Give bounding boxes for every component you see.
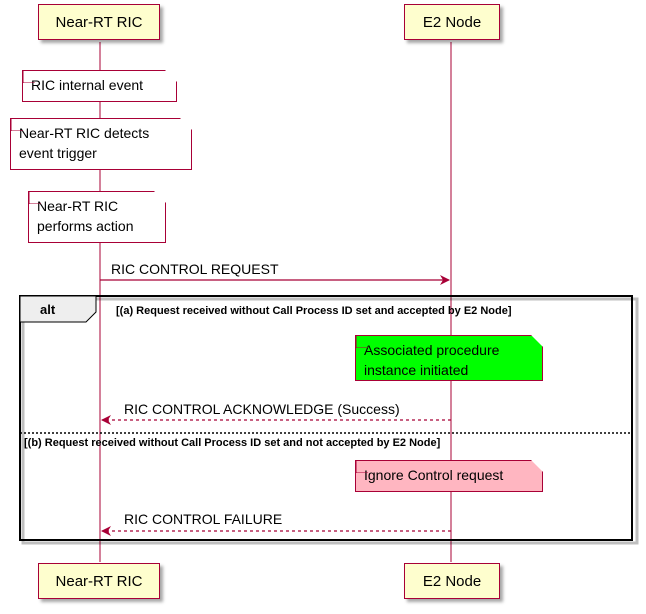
participant-e2-top: E2 Node [404, 4, 500, 40]
note-internal-event: RIC internal event [22, 70, 177, 102]
note-fold-corner [356, 461, 368, 473]
control-ack-label: RIC CONTROL ACKNOWLEDGE (Success) [124, 401, 400, 417]
note-procedure-initiated: Associated procedure instance initiated [355, 335, 543, 381]
alt-tag-box [19, 295, 97, 323]
note-performs-action: Near-RT RIC performs action [28, 191, 166, 243]
participant-e2-bottom: E2 Node [404, 563, 500, 599]
alt-frame [19, 295, 633, 541]
participant-ric-bottom: Near-RT RIC [38, 563, 160, 599]
control-request-label: RIC CONTROL REQUEST [111, 261, 279, 277]
note-text: RIC internal event [31, 77, 144, 93]
note-fold-corner [29, 192, 41, 204]
note-fold-corner [356, 336, 368, 348]
note-fold-corner [23, 71, 35, 83]
note-text: event trigger [19, 145, 97, 161]
control-failure-label: RIC CONTROL FAILURE [124, 511, 283, 527]
note-text: Ignore Control request [364, 467, 504, 483]
note-text: Near-RT RIC [37, 198, 119, 214]
note-fold-corner [11, 119, 23, 131]
participant-ric-top: Near-RT RIC [38, 4, 160, 40]
alt-guard-b: [(b) Request received without Call Proce… [24, 437, 441, 449]
note-ignore-request: Ignore Control request [355, 460, 543, 492]
note-text: Associated procedure [364, 342, 500, 358]
note-text: instance initiated [364, 362, 469, 378]
note-text: performs action [37, 218, 134, 234]
note-detects-trigger: Near-RT RIC detects event trigger [10, 118, 192, 170]
note-text: Near-RT RIC detects [19, 125, 150, 141]
alt-guard-a: [(a) Request received without Call Proce… [116, 305, 512, 317]
alt-tag: alt [40, 302, 56, 317]
